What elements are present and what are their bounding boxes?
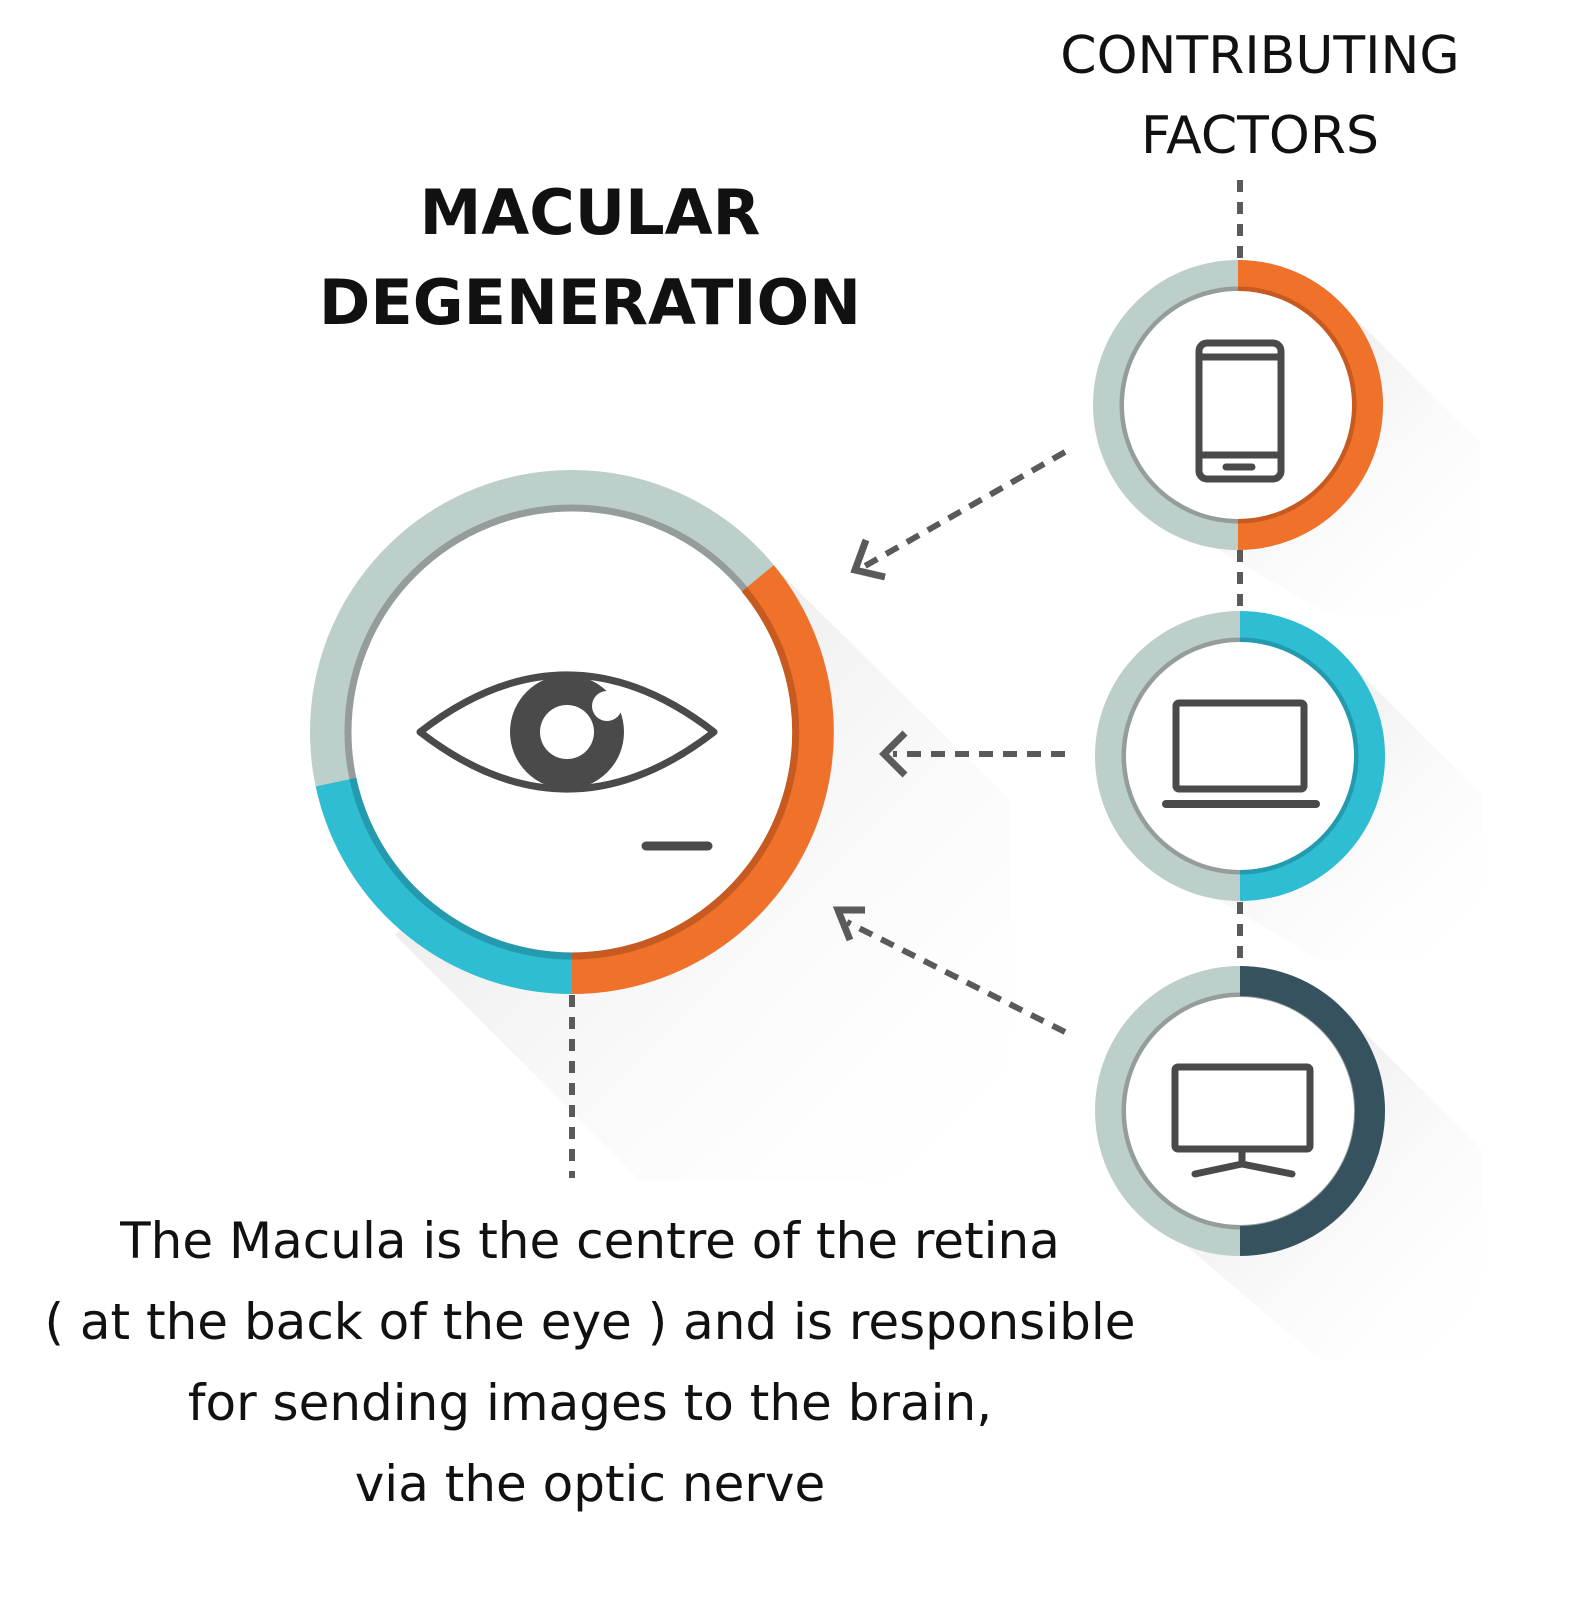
monitor-arrowhead: [832, 906, 865, 942]
factor-smartphone-circle: [1093, 260, 1383, 550]
laptop-arrowhead: [879, 730, 908, 778]
main-ring-orange-arc: [571, 565, 834, 994]
factor-2-accent-arc: [1239, 611, 1385, 901]
title-line-1: MACULAR: [419, 176, 761, 249]
eye-icon: [416, 671, 718, 851]
connectors: [569, 180, 1243, 1178]
smartphone-body: [1195, 339, 1285, 483]
main-ring-orange-inner: [571, 587, 800, 960]
smartphone-arrowhead: [850, 538, 886, 581]
eye-highlight: [592, 691, 622, 721]
factor-1-accent-arc: [1237, 260, 1383, 550]
laptop-screen: [1172, 699, 1308, 793]
monitor-stand: [1191, 1160, 1296, 1178]
monitor-arrow-line: [845, 919, 1067, 1035]
main-eye-circle: [310, 470, 834, 994]
factors-heading-line-1: CONTRIBUTING: [1060, 26, 1460, 86]
laptop-icon: [1162, 699, 1320, 808]
title-line-2: DEGENERATION: [318, 266, 862, 339]
factor-3-face: [1126, 997, 1354, 1225]
caption-line-4: via the optic nerve: [354, 1455, 826, 1513]
smartphone-arrow-line: [863, 449, 1067, 569]
factor-2-face: [1126, 642, 1354, 870]
main-ring-cyan-arc: [315, 777, 573, 994]
factor-monitor-circle: [1095, 966, 1385, 1256]
factors-heading-line-2: FACTORS: [1141, 106, 1379, 166]
eye-outline: [416, 671, 718, 793]
monitor-icon: [1171, 1063, 1314, 1178]
main-ring-cyan-inner: [349, 777, 573, 960]
caption-line-1: The Macula is the centre of the retina: [120, 1212, 1060, 1270]
factor-1-accent-inner: [1237, 286, 1357, 524]
caption-line-2: ( at the back of the eye ) and is respon…: [44, 1293, 1136, 1351]
caption-line-3: for sending images to the brain,: [187, 1374, 993, 1432]
factor-1-face: [1124, 291, 1352, 519]
factor-2-accent-inner: [1239, 637, 1359, 875]
smartphone-icon: [1195, 339, 1285, 483]
factor-3-accent-arc: [1239, 966, 1385, 1256]
eye-pupil: [540, 705, 594, 759]
factor-laptop-circle: [1095, 611, 1385, 901]
